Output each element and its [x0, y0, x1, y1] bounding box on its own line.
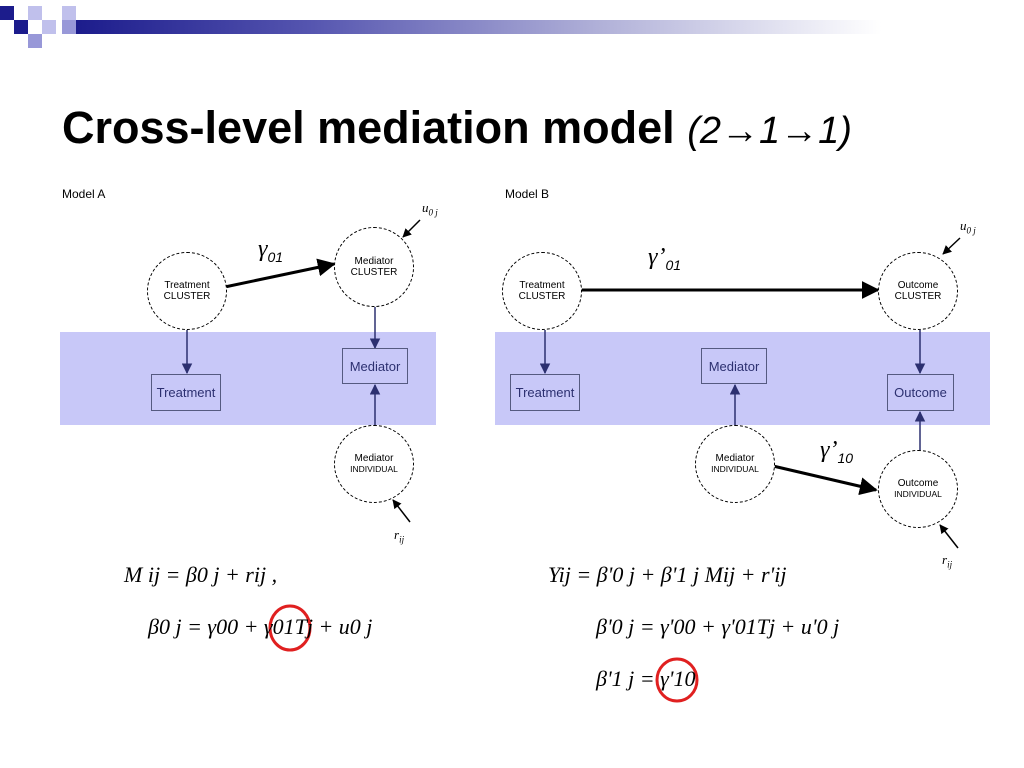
- model-b-path-top-label: γ’01: [648, 244, 682, 273]
- model-a-r-label: rij: [394, 527, 405, 545]
- decor-square: [42, 20, 56, 34]
- node-label-line1: Outcome: [897, 280, 939, 291]
- decor-square: [62, 20, 76, 34]
- node-label-line1: Mediator: [715, 453, 755, 464]
- model-b-equation-1: Yij = β'0 j + β'1 j Mij + r'ij: [548, 562, 787, 587]
- header-decoration: [0, 0, 1024, 70]
- model-b-treatment-cluster-node: Treatment CLUSTER: [502, 252, 582, 330]
- arrow-b-r-residual: [939, 524, 959, 549]
- node-label-line2: CLUSTER: [163, 291, 211, 302]
- model-b-label: Model B: [505, 187, 550, 201]
- title-suffix: (2→1→1): [687, 110, 852, 152]
- title-main: Cross-level mediation model: [62, 102, 675, 153]
- model-b-equation-3: β'1 j = γ'10: [596, 666, 696, 691]
- arrow-a-r-residual: [392, 499, 411, 523]
- model-b-r-label: rij: [942, 552, 953, 570]
- model-a-label: Model A: [62, 187, 106, 201]
- arrow-b-u-residual: [942, 237, 961, 255]
- model-a-u-label: u0 j: [422, 200, 438, 218]
- node-label-line2: CLUSTER: [350, 267, 398, 278]
- node-label-line1: Mediator: [354, 453, 394, 464]
- highlight-circle-gamma01: [268, 604, 312, 652]
- decor-square: [0, 6, 14, 20]
- decor-gradient-bar: [76, 20, 1024, 34]
- model-b-mediator-individual-node: Mediator INDIVIDUAL: [695, 425, 775, 503]
- model-b-path-bottom-label: γ’10: [820, 437, 854, 466]
- arrow-b-mediator-to-outcome-individual: [772, 464, 878, 496]
- node-label-line1: Treatment: [164, 280, 210, 291]
- node-label-line2: CLUSTER: [518, 291, 566, 302]
- model-a-equation-1: M ij = β0 j + rij ,: [124, 562, 278, 587]
- model-a-mediator-individual-node: Mediator INDIVIDUAL: [334, 425, 414, 503]
- model-a-equation-2: β0 j = γ00 + γ01Tj + u0 j: [148, 614, 373, 639]
- node-label-line1: Treatment: [519, 280, 565, 291]
- arrow-a-u-residual: [402, 219, 421, 238]
- model-a-treatment-cluster-node: Treatment CLUSTER: [147, 252, 227, 330]
- model-b-equation-2: β'0 j = γ'00 + γ'01Tj + u'0 j: [596, 614, 840, 639]
- model-b-outcome-individual-node: Outcome INDIVIDUAL: [878, 450, 958, 528]
- node-label-line1: Outcome: [897, 478, 939, 489]
- model-b-mediator-box: Mediator: [701, 348, 767, 384]
- arrow-a-treatment-to-mediator-cluster: [219, 258, 336, 290]
- model-b-treatment-box: Treatment: [510, 374, 580, 411]
- slide-title: Cross-level mediation model (2→1→1): [62, 102, 852, 154]
- decor-square: [28, 6, 42, 20]
- node-label-line2: CLUSTER: [894, 291, 942, 302]
- model-a-mediator-cluster-node: Mediator CLUSTER: [334, 227, 414, 307]
- model-a-treatment-box: Treatment: [151, 374, 221, 411]
- model-b-outcome-box: Outcome: [887, 374, 954, 411]
- highlight-circle-gamma10: [655, 657, 699, 703]
- model-a-mediator-box: Mediator: [342, 348, 408, 384]
- node-label-line2: INDIVIDUAL: [350, 464, 398, 474]
- model-b-u-label: u0 j: [960, 218, 976, 236]
- node-label-line2: INDIVIDUAL: [711, 464, 759, 474]
- decor-square: [62, 6, 76, 20]
- model-b-outcome-cluster-node: Outcome CLUSTER: [878, 252, 958, 330]
- decor-square: [28, 34, 42, 48]
- node-label-line2: INDIVIDUAL: [894, 489, 942, 499]
- model-a-path-label: γ01: [258, 236, 284, 265]
- node-label-line1: Mediator: [354, 256, 394, 267]
- decor-square: [14, 20, 28, 34]
